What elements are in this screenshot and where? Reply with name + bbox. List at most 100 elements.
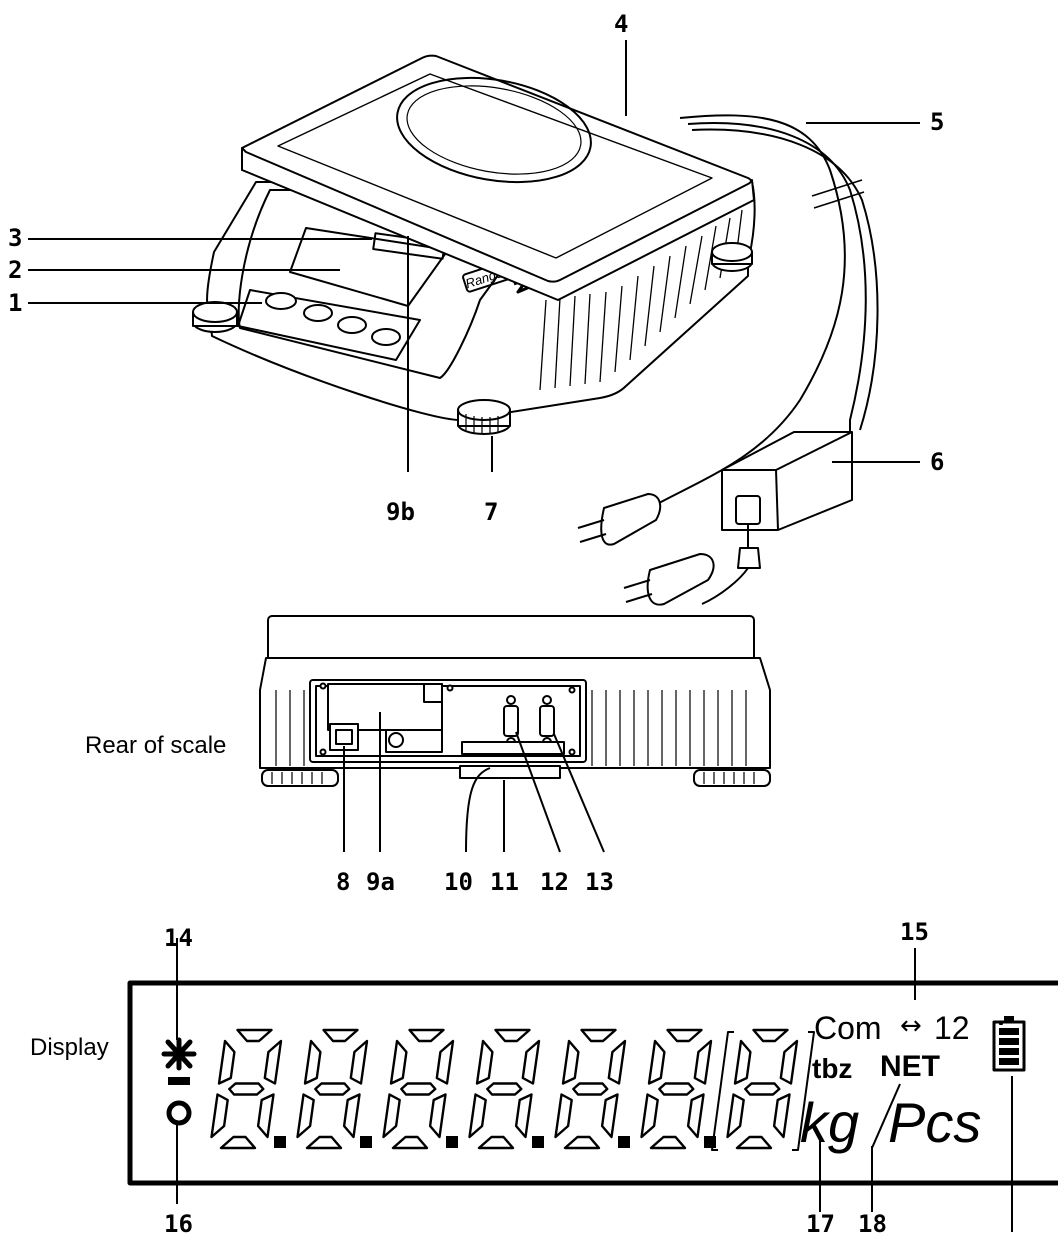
lcd-digit-4-segment-c [514, 1093, 533, 1139]
mains-plug-1 [577, 493, 662, 546]
rear-feet [261, 769, 771, 787]
kg-unit-annunciator: kg [800, 1091, 860, 1154]
lcd-digit-4-segment-b [521, 1039, 541, 1085]
callout-8: 8 [336, 868, 351, 896]
lcd-digit-4-segment-e [468, 1093, 487, 1139]
serial-label-slot [461, 741, 565, 755]
power-cords [577, 114, 879, 606]
display-caption: Display [30, 1034, 109, 1061]
lcd-digit-7-segment-e [726, 1093, 745, 1139]
lcd-digit-7-segment-c [772, 1093, 791, 1139]
lcd-decimal-point-1 [274, 1136, 286, 1148]
scale-rear-view [259, 615, 771, 787]
callout-7: 7 [484, 498, 499, 526]
lcd-digit-2-segment-d [305, 1135, 343, 1150]
weighing-pan[interactable] [241, 54, 752, 283]
lcd-frame [127, 980, 1058, 1186]
callout-4: 4 [614, 10, 629, 38]
lcd-digit-2-segment-f [303, 1039, 322, 1085]
key-2[interactable] [303, 304, 333, 322]
lcd-digit-4-segment-g [486, 1082, 523, 1096]
lcd-digit-3-segment-d [391, 1135, 429, 1150]
net-annunciator: NET [880, 1050, 940, 1083]
callout-9b: 9b [386, 498, 415, 526]
lcd-digit-6-segment-f [647, 1039, 666, 1085]
lcd-digit-5-segment-e [554, 1093, 573, 1139]
lcd-decimal-point-3 [446, 1136, 458, 1148]
lcd-digit-5-segment-g [572, 1082, 609, 1096]
stability-star-icon [161, 1037, 197, 1071]
lcd-digit-4-segment-f [475, 1039, 494, 1085]
lcd-digit-7-segment-d [735, 1135, 773, 1150]
pan-center-recess [396, 76, 592, 184]
lcd-digit-5-segment-d [563, 1135, 601, 1150]
scale-perspective-view: Ranger [192, 54, 756, 435]
callout-11: 11 [490, 868, 519, 896]
lcd-digit-3-segment-e [382, 1093, 401, 1139]
lcd-digit-7-segment-g [744, 1082, 781, 1096]
ac-adapter [721, 431, 853, 569]
cord-c [691, 128, 879, 431]
mains-plug-2 [623, 553, 715, 606]
callout-14: 14 [164, 924, 193, 952]
lcd-digit-7-segment-b [779, 1039, 799, 1085]
security-bracket [459, 765, 561, 779]
lcd-digit-2-segment-g [314, 1082, 351, 1096]
lcd-digit-1-segment-a [236, 1028, 273, 1043]
lcd-digit-6-segment-d [649, 1135, 687, 1150]
pan-rim [277, 73, 713, 259]
lcd-digit-2-segment-b [349, 1039, 369, 1085]
callout-9a: 9a [366, 868, 395, 896]
lcd-digit-2-segment-a [322, 1028, 359, 1043]
lcd-digit-5-segment-b [607, 1039, 627, 1085]
lcd-digit-5-segment-a [580, 1028, 617, 1043]
center-of-zero-icon [166, 1100, 192, 1126]
lcd-digit-5-segment-c [600, 1093, 619, 1139]
lcd-digit-2-segment-e [296, 1093, 315, 1139]
key-3[interactable] [337, 316, 367, 334]
rs232-port[interactable] [503, 705, 519, 737]
scale-base-skirt [209, 262, 749, 421]
lcd-digit-3-segment-c [428, 1093, 447, 1139]
last-digit-bracket [711, 1031, 815, 1151]
lcd-digit-1-segment-f [217, 1039, 236, 1085]
lcd-digit-6-segment-b [693, 1039, 713, 1085]
aux-port[interactable] [539, 705, 555, 737]
lcd-digit-6-segment-c [686, 1093, 705, 1139]
keypad-overlay [237, 289, 421, 361]
lcd-digit-7-segment-a [752, 1028, 789, 1043]
lcd-digit-6-segment-a [666, 1028, 703, 1043]
callout-6: 6 [930, 448, 945, 476]
lcd-digit-3-segment-f [389, 1039, 408, 1085]
battery-icon [992, 1016, 1026, 1072]
lcd-digit-1-segment-c [256, 1093, 275, 1139]
com-port-annunciator: 12 [934, 1010, 970, 1046]
callout-18: 18 [858, 1210, 887, 1238]
lcd-decimal-point-5 [618, 1136, 630, 1148]
com-arrow-icon: ↔ [900, 1011, 922, 1041]
callout-1: 1 [8, 289, 23, 317]
lcd-display [127, 980, 1058, 1186]
lcd-digit-3-segment-g [400, 1082, 437, 1096]
lcd-digit-3-segment-b [435, 1039, 455, 1085]
lcd-digit-2-segment-c [342, 1093, 361, 1139]
lcd-digit-7-segment-f [733, 1039, 752, 1085]
cord-b [687, 122, 867, 434]
callout-16: 16 [164, 1210, 193, 1238]
key-4[interactable] [371, 328, 401, 346]
lcd-digit-4-segment-a [494, 1028, 531, 1043]
lcd-digit-1-segment-b [263, 1039, 283, 1085]
key-1[interactable] [265, 292, 297, 310]
unit-separator [871, 1083, 901, 1149]
pcs-unit-annunciator: Pcs [888, 1091, 982, 1154]
lcd-digit-6-segment-g [658, 1082, 695, 1096]
lcd-decimal-point-4 [532, 1136, 544, 1148]
lcd-digit-3-segment-a [408, 1028, 445, 1043]
callout-13: 13 [585, 868, 614, 896]
front-panel-keys [265, 292, 401, 346]
callout-3: 3 [8, 224, 23, 252]
lcd-digit-1-segment-g [228, 1082, 265, 1096]
lcd-digit-4-segment-d [477, 1135, 515, 1150]
callout-10: 10 [444, 868, 473, 896]
